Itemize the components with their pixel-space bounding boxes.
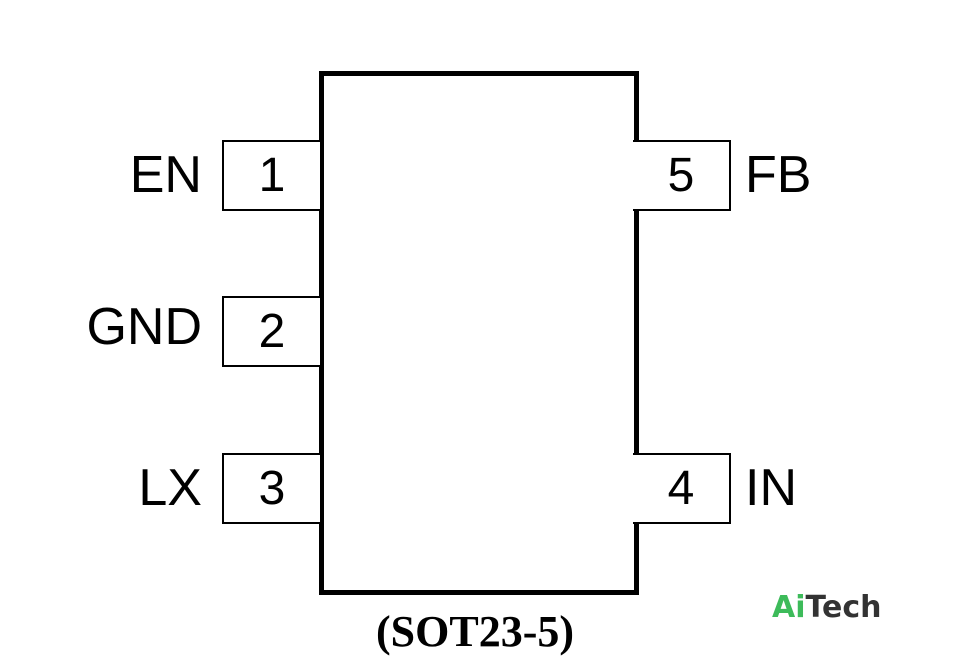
logo-tech-text: Tech — [805, 590, 882, 625]
aitech-logo: AiTech — [772, 588, 881, 628]
ic-package-body — [319, 71, 639, 595]
pin-1-label: EN — [129, 146, 202, 204]
pin-3-label: LX — [138, 459, 202, 517]
pin-4-box: 4 — [633, 453, 731, 524]
pin-3-box: 3 — [222, 453, 320, 524]
pin-5-number: 5 — [667, 149, 695, 202]
pin-3-number: 3 — [258, 462, 286, 515]
pin-2-label: GND — [86, 298, 202, 356]
pin-4-number: 4 — [667, 462, 695, 515]
pin-4-label: IN — [745, 459, 797, 517]
logo-ai-text: Ai — [772, 590, 806, 625]
pin-1-number: 1 — [258, 149, 286, 202]
pin-5-box: 5 — [633, 140, 731, 211]
pin-1-box: 1 — [222, 140, 320, 211]
pin-2-box: 2 — [222, 296, 320, 367]
pin-2-number: 2 — [258, 305, 286, 358]
package-caption: (SOT23-5) — [376, 607, 574, 656]
pin-5-label: FB — [745, 146, 812, 204]
